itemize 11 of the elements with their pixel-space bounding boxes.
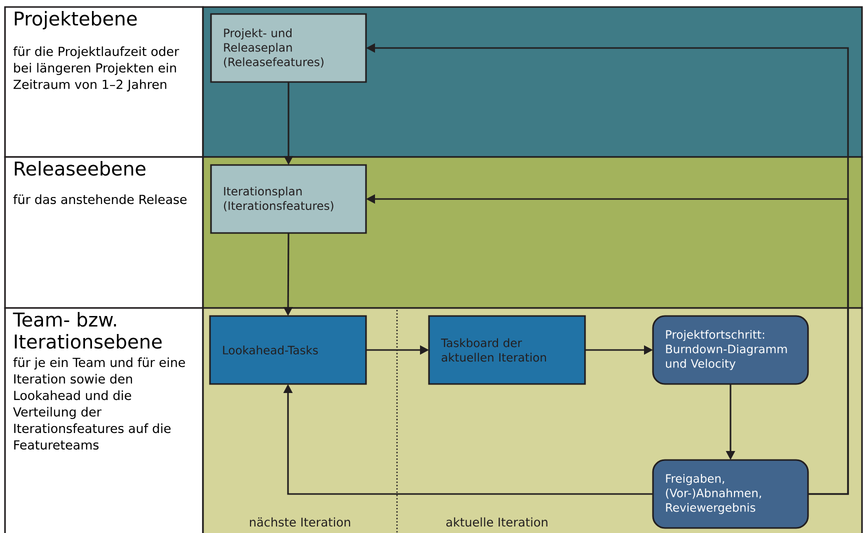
column-label: nächste Iteration <box>250 517 350 527</box>
column-label: aktuelle Iteration <box>446 517 548 527</box>
level-cell: Releaseebene für das anstehende Release <box>4 156 204 309</box>
rounded-box: Projektfortschritt: Burndown-Diagramm und Velocity <box>652 315 809 385</box>
rounded-box: Freigaben, (Vor-)Abnahmen, Reviewergebnis <box>652 459 809 529</box>
process-box: Iterationsplan (Iterationsfeatures) <box>210 164 367 234</box>
process-box: Projekt- und Releaseplan (Releasefeatures) <box>210 13 367 83</box>
level-cell: Projektebene für die Projektlaufzeit oder bei längeren Projekten ein Zeitraum von 1–2 Jahren <box>4 6 204 158</box>
process-box: Lookahead-Tasks <box>209 315 367 385</box>
process-box: Taskboard der aktuellen Iteration <box>428 315 586 385</box>
level-cell: Team- bzw. Iterationsebene für je ein Team und für eine Iteration sowie den Lookahead und die Verteilung der Iterationsfeatures auf die Featureteams <box>4 307 204 533</box>
